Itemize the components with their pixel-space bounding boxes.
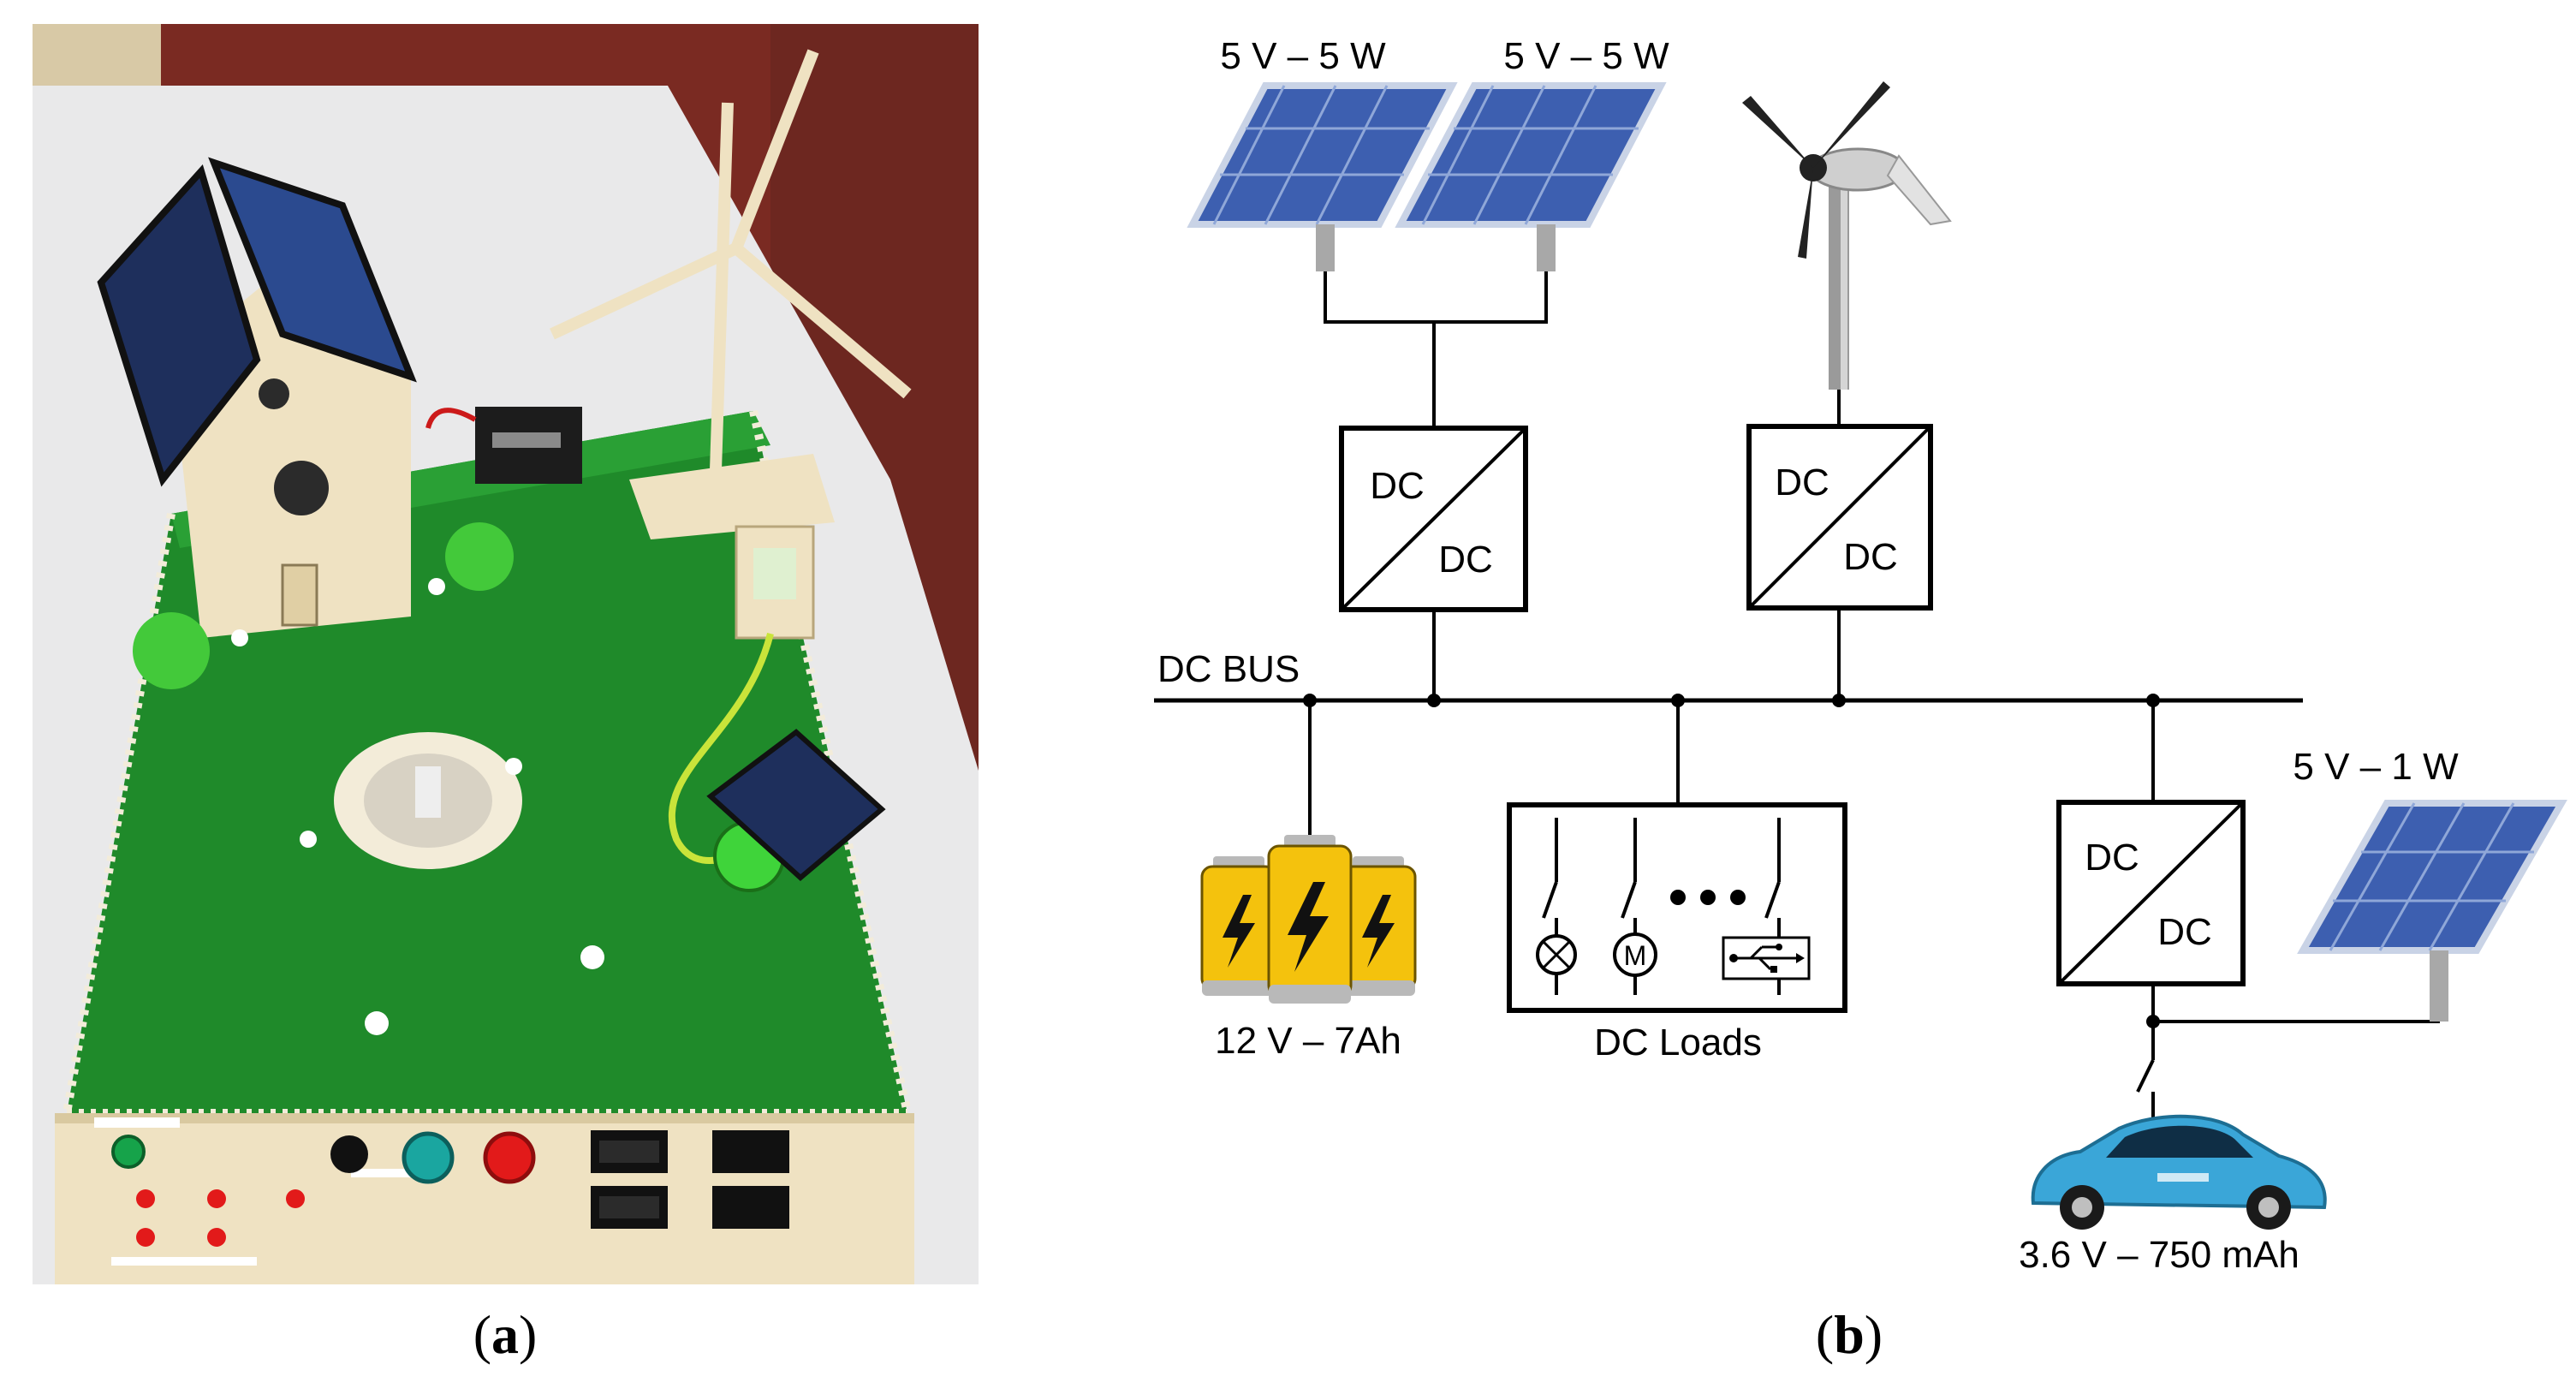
panel-label-strip bbox=[111, 1257, 257, 1266]
green-toggle-switch bbox=[111, 1135, 146, 1169]
cardboard bbox=[33, 24, 161, 86]
flower bbox=[365, 1011, 389, 1035]
solar-panel-left-icon bbox=[1187, 82, 1458, 271]
pv-right-label: 5 V – 5 W bbox=[1503, 35, 1669, 77]
bus-junction bbox=[1427, 694, 1441, 707]
panel-label-strip bbox=[94, 1117, 180, 1128]
converter-output-label: DC bbox=[1438, 539, 1493, 581]
turbine-blade bbox=[550, 242, 739, 340]
flower bbox=[231, 629, 248, 646]
charging-cable bbox=[668, 633, 774, 864]
electric-car-icon bbox=[2031, 1114, 2327, 1230]
turbine-tower bbox=[709, 102, 734, 497]
bus-junction bbox=[1832, 694, 1846, 707]
teal-button bbox=[402, 1131, 455, 1184]
red-led bbox=[207, 1228, 226, 1247]
ellipsis-dot bbox=[1670, 890, 1686, 905]
motor-symbol: M bbox=[1624, 940, 1647, 971]
bush bbox=[445, 522, 514, 591]
battery-label: 12 V – 7Ah bbox=[1215, 1020, 1401, 1062]
dc-bus-label: DC BUS bbox=[1157, 648, 1300, 690]
red-led bbox=[136, 1189, 155, 1208]
ellipsis-dot bbox=[1730, 890, 1746, 905]
wind-turbine-icon bbox=[1742, 81, 1952, 390]
pebble-border-left bbox=[62, 513, 176, 1114]
digital-display bbox=[712, 1130, 789, 1173]
charging-post-display bbox=[753, 548, 796, 599]
flower bbox=[580, 945, 604, 969]
control-panel bbox=[55, 1113, 914, 1284]
dc-loads-label: DC Loads bbox=[1594, 1022, 1762, 1063]
red-led bbox=[207, 1189, 226, 1208]
flower bbox=[505, 758, 522, 775]
ellipsis-dot bbox=[1700, 890, 1716, 905]
pv-parallel-wire bbox=[1324, 271, 1548, 324]
turbine-blade bbox=[732, 243, 912, 399]
schematic: 5 V – 5 W 5 V – 5 W bbox=[1154, 35, 2567, 1276]
solar-panel-small-icon bbox=[2297, 800, 2567, 1022]
dc-dc-converter-pv: DC DC bbox=[1339, 426, 1528, 612]
bush bbox=[133, 612, 210, 689]
converter-input-label: DC bbox=[1775, 462, 1829, 503]
dc-loads-box: M bbox=[1507, 802, 1847, 1013]
caption-a: (a) bbox=[473, 1304, 538, 1365]
ev-switch bbox=[2136, 1059, 2155, 1093]
panel-label-strip bbox=[351, 1169, 445, 1177]
ev-label: 3.6 V – 750 mAh bbox=[2019, 1234, 2299, 1276]
dc-dc-converter-ev: DC DC bbox=[2056, 800, 2246, 986]
converter-input-label: DC bbox=[1370, 465, 1425, 507]
turbine-blade bbox=[730, 49, 819, 251]
canopy-solar-panel bbox=[706, 729, 886, 881]
solar-panel-right-icon bbox=[1395, 82, 1667, 271]
converter-output-label: DC bbox=[2157, 911, 2212, 953]
display-digits bbox=[599, 1141, 659, 1163]
battery-wire bbox=[425, 408, 477, 429]
converter-input-label: DC bbox=[2085, 837, 2139, 879]
red-button bbox=[483, 1131, 536, 1184]
battery-icon bbox=[1200, 835, 1417, 1004]
display-digits bbox=[599, 1196, 659, 1218]
photo-battery-label bbox=[492, 432, 561, 448]
dc-dc-converter-wind: DC DC bbox=[1746, 424, 1933, 611]
house-solar-panel-left bbox=[97, 164, 261, 487]
pv-left-label: 5 V – 5 W bbox=[1220, 35, 1386, 77]
flower bbox=[300, 831, 317, 848]
control-panel-top bbox=[55, 1113, 914, 1123]
house-window bbox=[274, 461, 329, 515]
caption-b: (b) bbox=[1816, 1304, 1883, 1365]
house-door bbox=[281, 563, 318, 627]
converter-output-label: DC bbox=[1843, 536, 1898, 578]
black-knob bbox=[330, 1135, 368, 1173]
flower bbox=[428, 578, 445, 595]
red-led bbox=[136, 1228, 155, 1247]
turbine-base bbox=[629, 454, 835, 539]
fountain-pump bbox=[415, 766, 441, 818]
digital-display bbox=[712, 1186, 789, 1229]
red-led bbox=[286, 1189, 305, 1208]
usb-icon bbox=[1722, 936, 1811, 980]
house-window bbox=[259, 378, 289, 409]
small-pv-label: 5 V – 1 W bbox=[2293, 746, 2459, 788]
house-solar-panel-right bbox=[208, 157, 417, 383]
photo-panel bbox=[33, 24, 979, 1284]
